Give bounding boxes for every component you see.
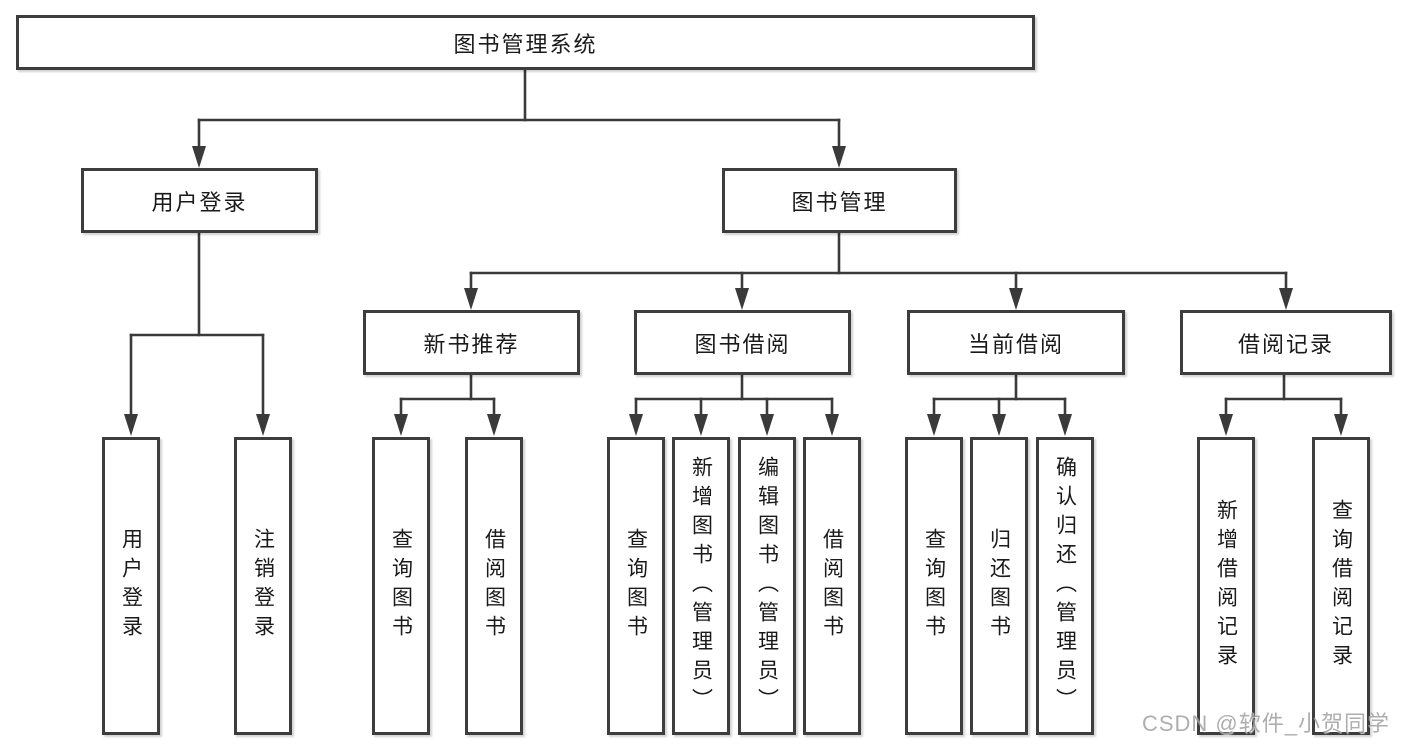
leaf-query-books-current: 查询图书 xyxy=(905,437,963,735)
node-current-borrowing: 当前借阅 xyxy=(907,310,1125,375)
node-user-login: 用户登录 xyxy=(81,168,318,233)
node-book-borrowing: 图书借阅 xyxy=(634,310,851,375)
leaf-user-login: 用户登录 xyxy=(102,437,160,735)
leaf-return-book: 归还图书 xyxy=(970,437,1028,735)
leaf-query-books-borrowing: 查询图书 xyxy=(607,437,665,735)
leaf-add-borrow-record-label: 新增借阅记录 xyxy=(1214,499,1238,673)
leaf-add-book-admin: 新增图书（管理员） xyxy=(672,437,730,735)
leaf-borrow-books-borrowing: 借阅图书 xyxy=(803,437,861,735)
node-book-management: 图书管理 xyxy=(722,168,957,233)
node-root-library-management-system: 图书管理系统 xyxy=(16,15,1035,70)
node-root-label: 图书管理系统 xyxy=(453,31,598,57)
node-book-management-label: 图书管理 xyxy=(791,189,888,215)
leaf-edit-book-admin: 编辑图书（管理员） xyxy=(738,437,796,735)
csdn-watermark: CSDN @软件_小贺同学 xyxy=(1141,711,1390,736)
leaf-query-borrow-record: 查询借阅记录 xyxy=(1312,437,1370,735)
node-new-book-recommendation-label: 新书推荐 xyxy=(423,331,520,357)
leaf-logout-label: 注销登录 xyxy=(251,528,275,644)
arrow-head-icons xyxy=(124,146,1348,436)
node-new-book-recommendation: 新书推荐 xyxy=(363,310,580,375)
node-book-borrowing-label: 图书借阅 xyxy=(694,331,791,357)
leaf-borrow-books-recommend: 借阅图书 xyxy=(465,437,523,735)
leaf-logout: 注销登录 xyxy=(234,437,292,735)
leaf-confirm-return-admin: 确认归还（管理员） xyxy=(1036,437,1094,735)
leaf-query-books-recommend: 查询图书 xyxy=(372,437,430,735)
leaf-confirm-return-admin-label: 确认归还（管理员） xyxy=(1053,455,1077,717)
leaf-query-books-borrowing-label: 查询图书 xyxy=(624,528,648,644)
leaf-borrow-books-borrowing-label: 借阅图书 xyxy=(820,528,844,644)
node-borrowing-records: 借阅记录 xyxy=(1180,310,1392,375)
leaf-query-borrow-record-label: 查询借阅记录 xyxy=(1329,499,1353,673)
leaf-query-books-recommend-label: 查询图书 xyxy=(389,528,413,644)
leaf-return-book-label: 归还图书 xyxy=(987,528,1011,644)
leaf-borrow-books-recommend-label: 借阅图书 xyxy=(482,528,506,644)
leaf-query-books-current-label: 查询图书 xyxy=(922,528,946,644)
leaf-add-book-admin-label: 新增图书（管理员） xyxy=(689,455,713,717)
node-user-login-label: 用户登录 xyxy=(151,189,248,215)
node-borrowing-records-label: 借阅记录 xyxy=(1237,331,1334,357)
leaf-add-borrow-record: 新增借阅记录 xyxy=(1197,437,1255,735)
leaf-edit-book-admin-label: 编辑图书（管理员） xyxy=(755,455,779,717)
leaf-user-login-label: 用户登录 xyxy=(119,528,143,644)
node-current-borrowing-label: 当前借阅 xyxy=(967,331,1064,357)
